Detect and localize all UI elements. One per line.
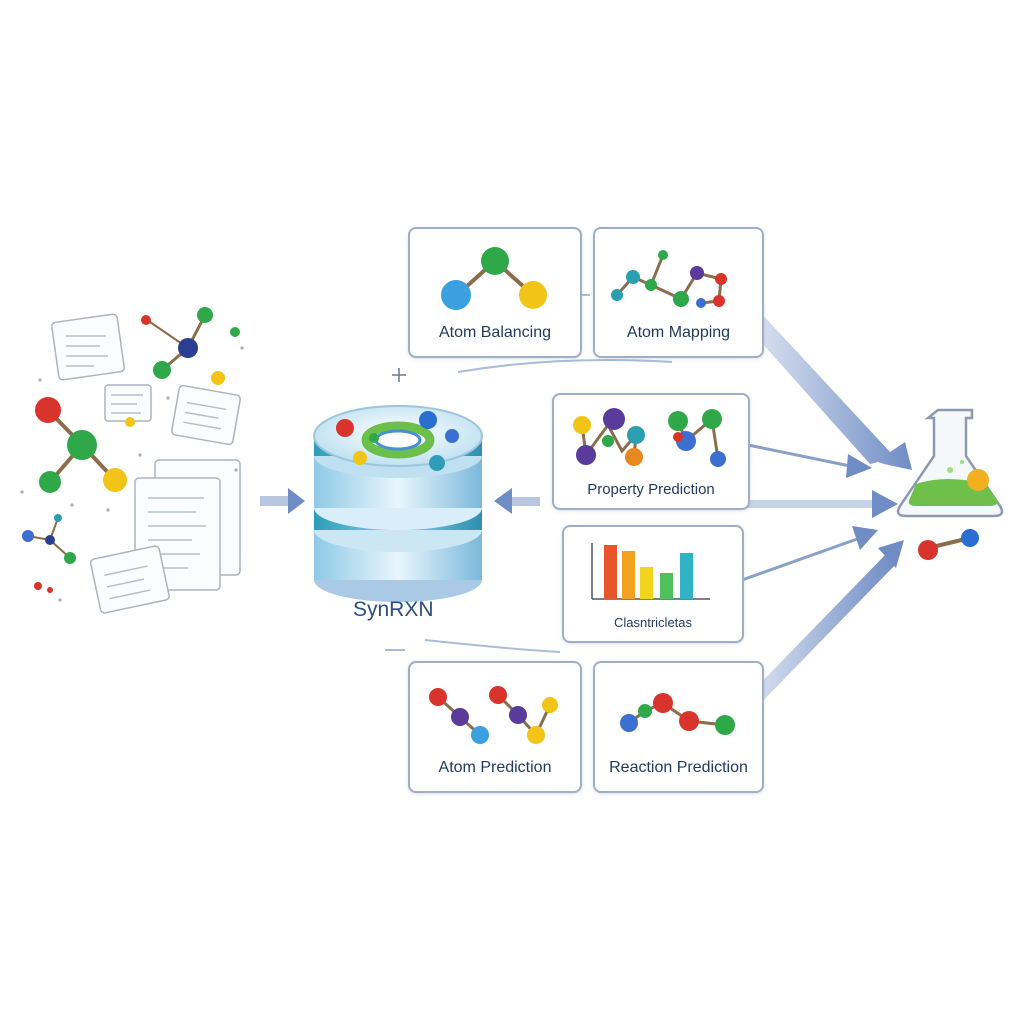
property-prediction-label: Property Prediction xyxy=(587,481,715,498)
hub-label: SynRXN xyxy=(353,598,434,621)
molecule-icon xyxy=(22,307,240,593)
property-prediction-card[interactable]: Property Prediction xyxy=(552,393,750,510)
reaction-prediction-card[interactable]: Reaction Prediction xyxy=(593,661,764,793)
classification-label: Clasntricletas xyxy=(613,615,693,630)
reaction-prediction-label: Reaction Prediction xyxy=(609,759,748,776)
atom-mapping-label: Atom Mapping xyxy=(626,324,731,341)
molecule-icon xyxy=(429,686,558,744)
molecule-icon xyxy=(573,408,726,467)
classification-card[interactable]: Clasntricletas xyxy=(562,525,744,643)
atom-prediction-label: Atom Prediction xyxy=(438,759,552,776)
molecule-icon xyxy=(611,250,727,308)
atom-prediction-card[interactable]: Atom Prediction xyxy=(408,661,582,793)
output-arrows xyxy=(741,312,912,712)
atom-balancing-label: Atom Balancing xyxy=(438,324,552,341)
flask-icon xyxy=(896,408,1004,560)
atom-balancing-card[interactable]: Atom Balancing xyxy=(408,227,582,358)
database-icon xyxy=(313,368,483,602)
source-data-cloud xyxy=(20,307,244,614)
input-arrow xyxy=(260,488,305,514)
atom-mapping-card[interactable]: Atom Mapping xyxy=(593,227,764,358)
bar-chart-icon xyxy=(591,543,710,600)
molecule-icon xyxy=(441,247,547,310)
feedback-arrow xyxy=(494,488,540,514)
molecule-icon xyxy=(620,693,735,735)
document-sheet-icon xyxy=(51,313,241,614)
